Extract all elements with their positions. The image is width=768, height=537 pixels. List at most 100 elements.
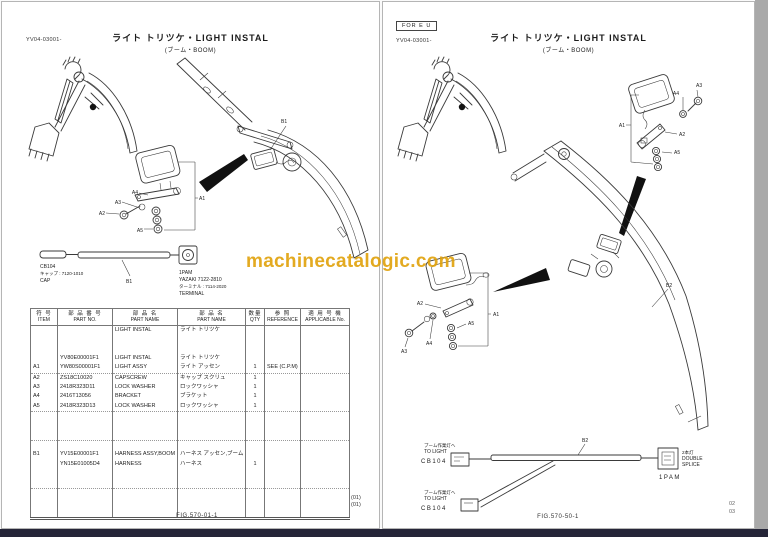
callout-a5: A5	[468, 321, 474, 327]
excavator-thumbnail	[28, 56, 138, 162]
doc-code: YV04-03001-	[396, 38, 432, 44]
cell-app	[300, 478, 350, 489]
cell-qty	[245, 507, 265, 519]
cell-qty: 1	[245, 459, 265, 470]
cap-part	[39, 250, 67, 259]
callout-a1: A1	[493, 312, 499, 318]
terminal-code-label: 1PAM	[179, 270, 192, 276]
cell-app	[300, 363, 350, 374]
cell-part_no	[57, 430, 113, 442]
callout-a5: A5	[674, 150, 680, 156]
cell-item	[30, 325, 58, 336]
lamp	[628, 74, 675, 114]
scrollbar-strip[interactable]	[755, 0, 768, 529]
callout-a2: A2	[679, 132, 685, 138]
cell-item	[30, 354, 58, 364]
cell-app	[300, 411, 350, 422]
mounted-light	[250, 148, 278, 170]
capscrew	[411, 321, 425, 332]
branch1-connector	[450, 452, 470, 467]
cell-name_jp	[177, 421, 246, 431]
cell-name_en: HARNESS ASSY,BOOM	[112, 450, 178, 460]
mounted-light-upper	[596, 234, 622, 254]
cell-name_jp: ライト トリツケ	[177, 325, 246, 336]
cell-qty	[245, 430, 265, 442]
location-arrow	[619, 176, 646, 236]
harness-tube	[490, 454, 642, 461]
cell-app	[300, 373, 350, 384]
cell-qty: 1	[245, 373, 265, 384]
cell-item: A3	[30, 383, 58, 393]
cell-name_en	[112, 430, 178, 442]
cell-item	[30, 488, 58, 499]
cap-jp-label: キャップ : 7120-1010	[40, 271, 84, 277]
window-bottom-bar	[0, 529, 768, 537]
cell-name_jp	[177, 488, 246, 499]
location-arrow	[493, 268, 550, 292]
callout-a2: A2	[99, 211, 105, 217]
callout-a3: A3	[696, 83, 702, 89]
cell-ref	[264, 411, 301, 422]
cell-ref	[264, 344, 301, 355]
cell-app	[300, 450, 350, 460]
splice-en2-label: SPLICE	[682, 462, 700, 468]
cap-en-label: CAP	[40, 278, 51, 284]
cell-item: A1	[30, 363, 58, 374]
page-numbers: 02 03	[729, 501, 736, 515]
cell-part_no: 2418R323D11	[57, 383, 113, 393]
branch2-jp-label: ブーム作業灯へ	[424, 489, 456, 496]
terminal-jp-label: ターミナル : 7114-2020	[179, 283, 227, 290]
cell-app	[300, 325, 350, 336]
cell-name_en	[112, 469, 178, 479]
cell-app	[300, 344, 350, 355]
figure-number: FIG.570-50-1	[537, 514, 579, 520]
harness-callout-b2: B2	[582, 438, 588, 444]
cell-app	[300, 469, 350, 479]
cell-name_jp: ロックワッシャ	[177, 383, 246, 393]
page-title: ライト トリツケ・LIGHT INSTAL	[490, 33, 647, 43]
cell-part_no	[57, 344, 113, 355]
page-subtitle: (ブーム・BOOM)	[164, 48, 217, 54]
location-arrow	[199, 154, 248, 192]
catalog-page-right: FOR E U YV04-03001- ライト トリツケ・LIGHT INSTA…	[382, 1, 755, 529]
cell-item	[30, 498, 58, 508]
bracket-bar	[134, 187, 180, 202]
watermark: machinecatalogic.com	[246, 251, 456, 272]
cell-name_jp	[177, 440, 246, 451]
cell-ref	[264, 373, 301, 384]
cell-name_en: CAPSCREW	[112, 373, 178, 384]
light-location-dot	[89, 103, 97, 111]
lamp	[135, 145, 181, 184]
cell-name_en: LIGHT INSTAL	[112, 325, 178, 336]
light-location-dot	[458, 103, 466, 111]
cell-part_no	[57, 478, 113, 489]
callout-a3: A3	[115, 200, 121, 206]
cell-name_jp	[177, 411, 246, 422]
cell-ref	[264, 401, 301, 413]
cell-name_en: LIGHT INSTAL	[112, 354, 178, 364]
cell-qty	[245, 498, 265, 508]
harness-tube	[77, 251, 171, 259]
cell-app	[300, 440, 350, 451]
cell-part_no	[57, 325, 113, 336]
cell-name_en	[112, 440, 178, 451]
cell-name_jp: ブラケット	[177, 392, 246, 402]
light-assembly-exploded-lower: A2 A1 A3 A4 A5	[401, 252, 550, 355]
cell-name_jp	[177, 335, 246, 345]
branch2-en-label: TO LIGHT	[424, 496, 447, 502]
cell-ref	[264, 421, 301, 431]
splice-en1-label: DOUBLE	[682, 456, 703, 462]
cell-item	[30, 440, 58, 451]
cell-item	[30, 421, 58, 431]
cell-name_en: LOCK WASHER	[112, 383, 178, 393]
cell-qty	[245, 325, 265, 336]
left-page-illustration: B1 A4 A3 A2	[28, 56, 369, 297]
